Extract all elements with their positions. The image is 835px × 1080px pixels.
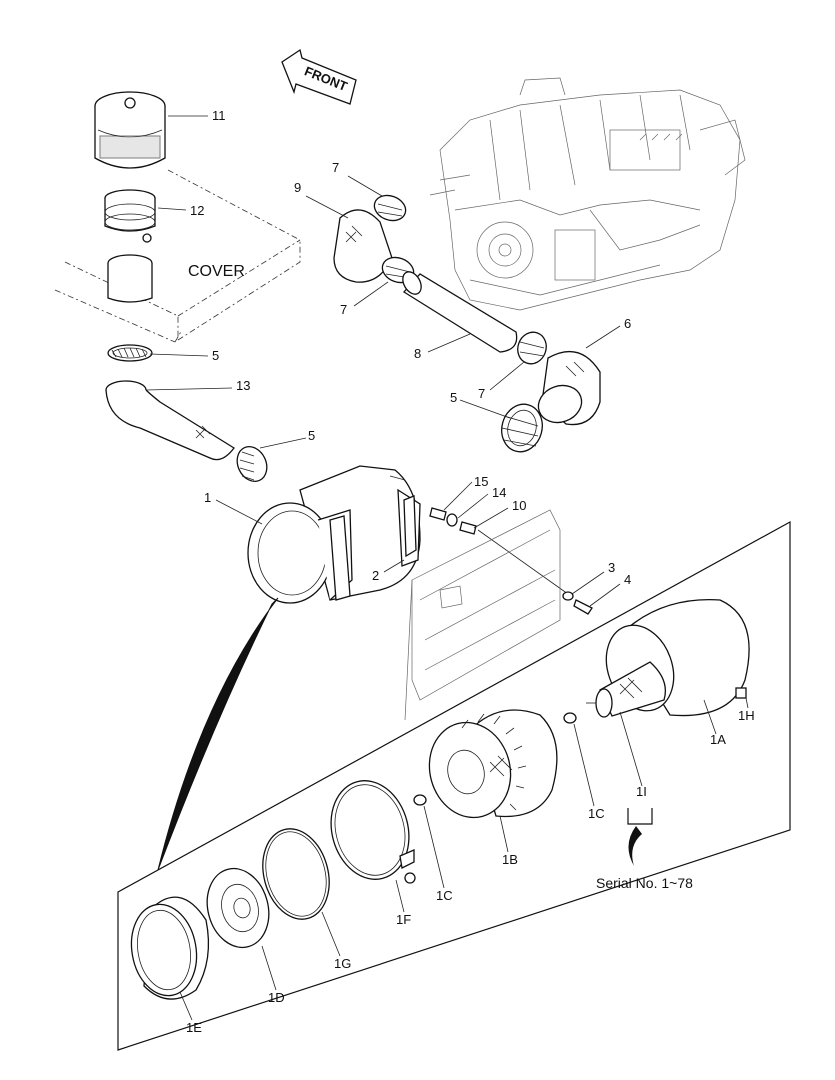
callout-15: 15: [474, 474, 488, 489]
frame-illustration: [404, 509, 561, 721]
part-2-mounting-band: [329, 495, 417, 601]
part-1G-o-ring: [262, 828, 330, 920]
callout-9: 9: [294, 180, 301, 195]
inlet-tube-under-cover: [107, 254, 153, 303]
callout-7-middle: 7: [340, 302, 347, 317]
callout-7-upper: 7: [332, 160, 339, 175]
callout-11: 11: [212, 108, 226, 123]
part-13-elbow-hose: [105, 380, 235, 461]
callout-14: 14: [492, 485, 506, 500]
leader-lines: [145, 115, 749, 1021]
part-1E-end-cap: [130, 896, 210, 1000]
clamp-5-left-upper: [107, 344, 153, 362]
callout-12: 12: [190, 203, 204, 218]
callout-1D: 1D: [268, 990, 285, 1005]
cover-label: COVER: [188, 263, 245, 280]
callout-10: 10: [512, 498, 526, 513]
callout-1: 1: [204, 490, 211, 505]
callout-4: 4: [624, 572, 631, 587]
clamp-7-right: [517, 331, 547, 365]
front-arrow: FRONT: [281, 48, 357, 105]
fasteners-3-4: [562, 591, 593, 615]
detail-inset-frame: [117, 520, 791, 1051]
cover-panel: COVER: [54, 169, 301, 343]
callout-1B: 1B: [502, 852, 518, 867]
part-1H-nut: [735, 687, 747, 699]
part-11-precleaner: [94, 91, 166, 169]
callout-labels: 11 12 7 9 7 8 6 7 5 13 5 5 1 15 14 10 2 …: [186, 108, 755, 1035]
part-12-adaptor: [104, 189, 156, 243]
part-1D-baffle: [206, 867, 270, 949]
detail-pointer-wedge: [157, 597, 279, 871]
callout-1C-upper: 1C: [588, 806, 605, 821]
callout-3: 3: [608, 560, 615, 575]
serial-number-note: Serial No. 1~78: [596, 875, 693, 891]
serial-bracket: [627, 808, 653, 866]
callout-1G: 1G: [334, 956, 351, 971]
callout-2: 2: [372, 568, 379, 583]
part-1F-band-clamp: [330, 780, 416, 884]
callout-5-right: 5: [450, 390, 457, 405]
part-9-elbow: [333, 209, 393, 283]
part-6-elbow: [537, 350, 601, 426]
callout-5-left-lower: 5: [308, 428, 315, 443]
clamp-5-left-lower: [236, 445, 268, 483]
clamp-7-upper: [373, 194, 407, 222]
callout-8: 8: [414, 346, 421, 361]
callout-1A: 1A: [710, 732, 726, 747]
part-1C-wingnut-lower: [413, 794, 427, 806]
part-1C-wingnut-upper: [563, 712, 577, 724]
part-8-pipe: [402, 271, 518, 353]
engine-illustration: [429, 77, 746, 311]
part-1I-inner-element: [586, 661, 667, 718]
callout-1I: 1I: [636, 784, 647, 799]
callout-1H: 1H: [738, 708, 755, 723]
callout-1F: 1F: [396, 912, 411, 927]
callout-13: 13: [236, 378, 250, 393]
callout-1E: 1E: [186, 1020, 202, 1035]
part-1B-safety-element: [428, 709, 558, 819]
callout-6: 6: [624, 316, 631, 331]
fittings-15-14-10: [429, 507, 569, 595]
callout-7-right: 7: [478, 386, 485, 401]
callout-1C-lower: 1C: [436, 888, 453, 903]
callout-5-left-upper: 5: [212, 348, 219, 363]
